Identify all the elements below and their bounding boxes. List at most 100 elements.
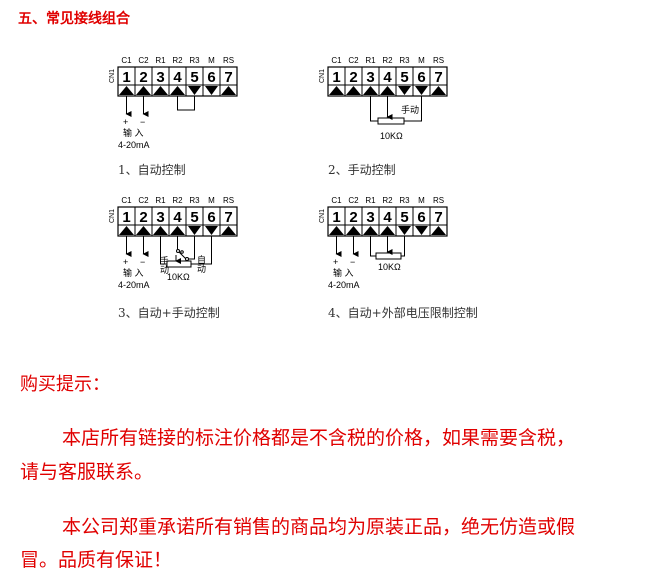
potentiometer (166, 260, 192, 268)
pin-label: M (208, 56, 215, 65)
pin-label: C2 (348, 56, 359, 65)
pin-number: 5 (400, 69, 408, 86)
pin-label: R3 (189, 56, 200, 65)
pin-number: 6 (207, 69, 215, 86)
pin-number: 5 (400, 209, 408, 226)
terminal-up-triangle-icon (136, 226, 151, 235)
terminal-down-triangle-icon (205, 86, 218, 95)
input-range: 4-20mA (328, 280, 360, 290)
input-plus: + (123, 117, 128, 127)
tip-paragraph-1-line-1: 本店所有链接的标注价格都是不含税的价格，如果需要含税， (62, 427, 576, 449)
pin-label: R2 (382, 196, 393, 205)
terminal-down-triangle-icon (415, 86, 428, 95)
terminal-down-triangle-icon (188, 226, 201, 235)
terminal-up-triangle-icon (153, 226, 168, 235)
terminal-up-triangle-icon (221, 226, 236, 235)
pin-label: R1 (155, 56, 166, 65)
terminal-up-triangle-icon (363, 226, 378, 235)
pin-number: 2 (139, 209, 147, 226)
connector-label: CN1 (319, 69, 326, 83)
connector-label: CN1 (319, 209, 326, 223)
pin-number: 1 (122, 209, 130, 226)
pin-label: R2 (172, 196, 183, 205)
input-plus: + (123, 257, 128, 267)
terminal-down-triangle-icon (205, 226, 218, 235)
pin-number: 1 (332, 69, 340, 86)
pin-label: C1 (121, 56, 132, 65)
pin-number: 3 (156, 209, 164, 226)
input-label: 输 入 (123, 267, 144, 278)
pin-label: RS (433, 56, 444, 65)
pin-number: 5 (190, 209, 198, 226)
pin-number: 2 (139, 69, 147, 86)
terminal-up-triangle-icon (221, 86, 236, 95)
pin-label: RS (223, 196, 234, 205)
pin-label: R2 (382, 56, 393, 65)
terminal-up-triangle-icon (136, 86, 151, 95)
diagram-caption: 1、自动控制 (118, 163, 186, 177)
pin-number: 7 (224, 69, 232, 86)
pin-number: 5 (190, 69, 198, 86)
diagram-caption: 2、手动控制 (328, 163, 396, 177)
terminal-up-triangle-icon (380, 86, 395, 95)
pin-label: R1 (365, 56, 376, 65)
diagram-caption: 4、自动+外部电压限制控制 (328, 305, 478, 320)
terminal-up-triangle-icon (329, 86, 344, 95)
pin-number: 4 (383, 209, 392, 226)
purchase-tips-title: 购买提示： (20, 374, 110, 395)
pin-number: 1 (122, 69, 130, 86)
tip-paragraph-1-line-2: 请与客服联系。 (20, 461, 154, 483)
terminal-up-triangle-icon (170, 226, 185, 235)
potentiometer (377, 117, 405, 125)
tip-paragraph-2-line-2: 冒。品质有保证！ (20, 549, 173, 571)
terminal-up-triangle-icon (431, 226, 446, 235)
pin-number: 3 (366, 209, 374, 226)
pin-label: R2 (172, 56, 183, 65)
pin-number: 7 (434, 209, 442, 226)
pin-label: C2 (138, 196, 149, 205)
pin-number: 7 (224, 209, 232, 226)
pin-label: RS (433, 196, 444, 205)
input-label: 输 入 (123, 127, 144, 138)
terminal-up-triangle-icon (329, 226, 344, 235)
terminal-up-triangle-icon (119, 226, 134, 235)
terminal-up-triangle-icon (153, 86, 168, 95)
pin-number: 2 (349, 69, 357, 86)
input-minus: − (140, 257, 145, 267)
manual-label: 手动 (401, 104, 419, 115)
input-range: 4-20mA (118, 280, 150, 290)
pin-label: C1 (121, 196, 132, 205)
terminal-up-triangle-icon (431, 86, 446, 95)
pin-label: C2 (348, 196, 359, 205)
pin-label: R1 (155, 196, 166, 205)
pin-label: C1 (331, 56, 342, 65)
pin-label: M (418, 56, 425, 65)
pin-number: 1 (332, 209, 340, 226)
tip-paragraph-2-line-1: 本公司郑重承诺所有销售的商品均为原装正品，绝无仿造或假 (62, 516, 576, 538)
pin-number: 6 (417, 209, 425, 226)
pin-number: 6 (417, 69, 425, 86)
pin-label: R3 (399, 196, 410, 205)
terminal-up-triangle-icon (380, 226, 395, 235)
input-plus: + (333, 257, 338, 267)
terminal-down-triangle-icon (398, 86, 411, 95)
resistor-label: 10KΩ (380, 131, 403, 141)
terminal-down-triangle-icon (415, 226, 428, 235)
terminal-up-triangle-icon (119, 86, 134, 95)
resistor-label: 10KΩ (378, 262, 401, 272)
terminal-up-triangle-icon (346, 226, 361, 235)
pin-label: M (208, 196, 215, 205)
manual-label: 手动 (159, 255, 169, 275)
pin-label: RS (223, 56, 234, 65)
terminal-down-triangle-icon (188, 86, 201, 95)
pin-label: C2 (138, 56, 149, 65)
connector-label: CN1 (109, 209, 116, 223)
terminal-up-triangle-icon (363, 86, 378, 95)
pin-number: 7 (434, 69, 442, 86)
